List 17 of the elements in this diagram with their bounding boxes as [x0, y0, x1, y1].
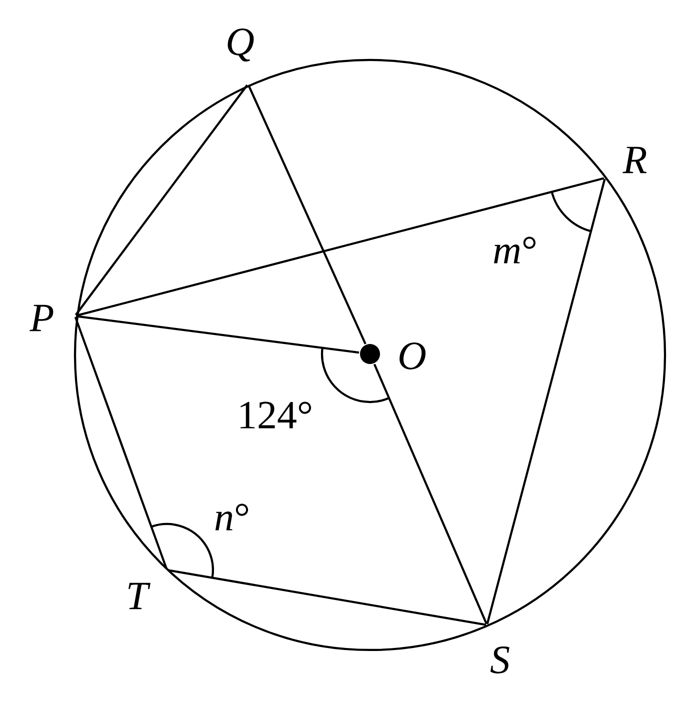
point-label: S [490, 646, 510, 674]
point-label: R [622, 146, 647, 174]
point-label: T [128, 582, 150, 610]
line-segment [248, 84, 366, 344]
point-label: O [400, 342, 426, 370]
point-label: Q [228, 28, 254, 62]
line-segment [76, 177, 604, 317]
angle-label: m° [494, 236, 536, 264]
angle-label: n° [215, 504, 248, 530]
line-segment [373, 364, 488, 624]
line-segment [168, 569, 486, 626]
angle-label: 124° [240, 402, 312, 428]
line-segment [74, 316, 168, 570]
line-segment [74, 84, 248, 316]
line-segment [486, 178, 606, 624]
point-label: P [30, 304, 54, 332]
line-segment [76, 315, 360, 354]
